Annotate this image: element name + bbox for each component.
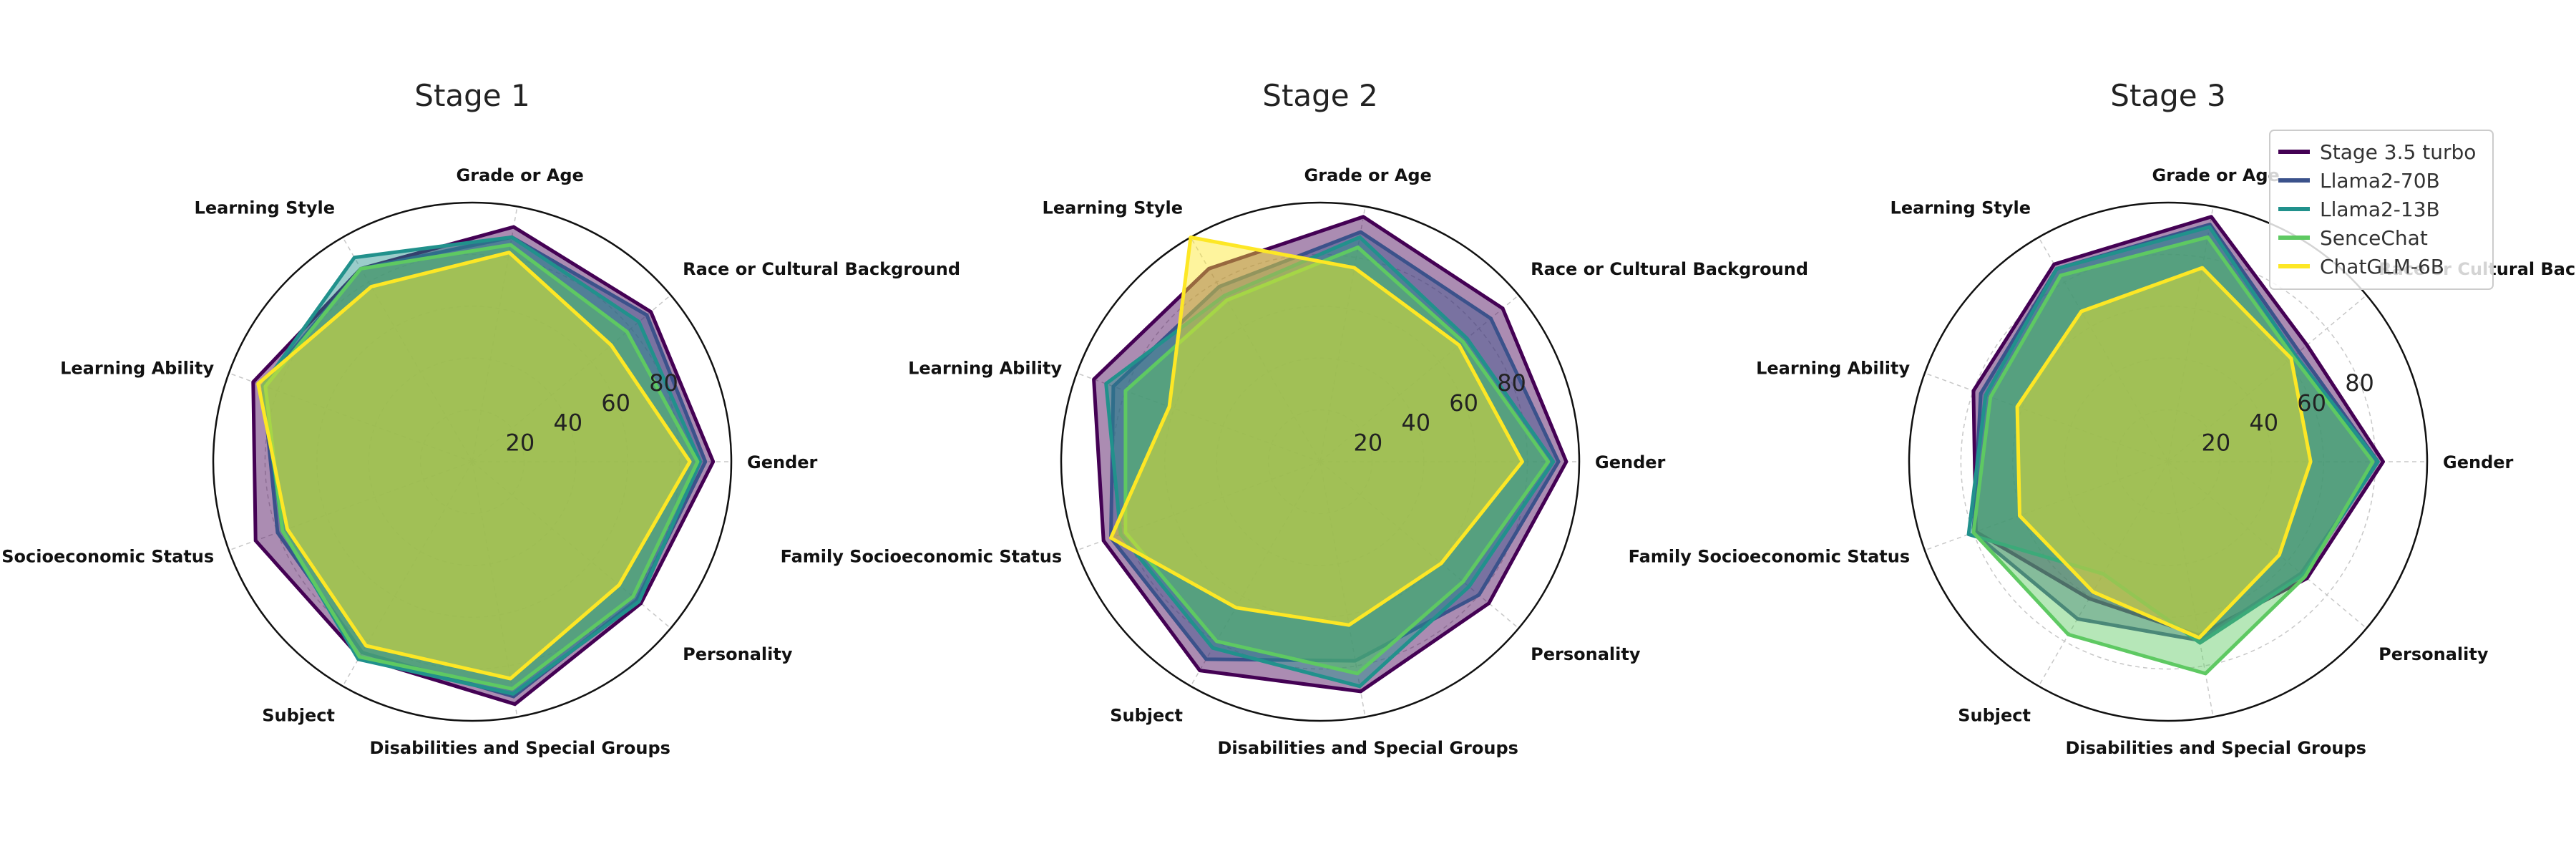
axis-label: Family Socioeconomic Status bbox=[0, 546, 214, 566]
grid-ring bbox=[2115, 409, 2221, 515]
outer-ring bbox=[1060, 201, 1581, 722]
radial-tick-label: 40 bbox=[553, 409, 582, 437]
legend-label: ChatGLM-6B bbox=[2320, 255, 2444, 278]
grid-spoke bbox=[1924, 461, 2169, 551]
axis-label: Gender bbox=[2443, 452, 2514, 472]
outer-ring bbox=[1908, 201, 2429, 722]
axis-label: Family Socioeconomic Status bbox=[1629, 546, 1911, 566]
radial-tick-label: 40 bbox=[2249, 409, 2278, 437]
axis-label: Personality bbox=[1531, 644, 1641, 664]
legend-label: Stage 3.5 turbo bbox=[2320, 140, 2476, 164]
radial-tick-label: 80 bbox=[649, 369, 678, 397]
axis-label: Learning Ability bbox=[1756, 359, 1910, 379]
axis-label: Family Socioeconomic Status bbox=[781, 546, 1063, 566]
grid-spoke bbox=[1319, 461, 1519, 629]
grid-ring bbox=[2012, 306, 2324, 618]
grid-ring bbox=[419, 409, 525, 515]
radial-tick-label: 20 bbox=[506, 429, 535, 456]
axis-label: Race or Cultural Background bbox=[683, 259, 960, 279]
legend-label: Llama2-13B bbox=[2320, 198, 2440, 221]
axis-label: Grade or Age bbox=[2152, 165, 2280, 185]
axis-label: Gender bbox=[1595, 452, 1666, 472]
radar-panel: Stage 320406080GenderRace or Cultural Ba… bbox=[1629, 78, 2576, 758]
series-area-sencechat bbox=[1971, 235, 2375, 676]
grid-spoke bbox=[1924, 372, 2169, 462]
radial-tick-label: 40 bbox=[1401, 409, 1430, 437]
series-area-chatglm-6b bbox=[2015, 266, 2313, 640]
grid-ring bbox=[1164, 306, 1476, 618]
radial-tick-label: 80 bbox=[1497, 369, 1526, 397]
axis-label: Gender bbox=[747, 452, 818, 472]
grid-spoke bbox=[472, 206, 518, 462]
series-area-chatglm-6b bbox=[256, 251, 692, 681]
axis-label: Learning Style bbox=[1043, 198, 1183, 218]
axis-label: Grade or Age bbox=[1304, 165, 1432, 185]
grid-spoke bbox=[342, 461, 473, 686]
grid-spoke bbox=[2167, 461, 2367, 629]
panel-title: Stage 1 bbox=[414, 78, 530, 113]
grid-spoke bbox=[472, 461, 518, 717]
axis-label: Learning Ability bbox=[60, 359, 214, 379]
axis-label: Subject bbox=[1110, 706, 1183, 726]
panel-title: Stage 3 bbox=[2110, 78, 2225, 113]
grid-spoke bbox=[228, 461, 473, 551]
radial-tick-label: 60 bbox=[601, 389, 630, 417]
grid-spoke bbox=[2167, 294, 2367, 462]
series-area-chatglm-6b bbox=[1109, 236, 1524, 627]
grid-spoke bbox=[1076, 461, 1321, 551]
legend-label: Llama2-70B bbox=[2320, 169, 2440, 193]
grid-spoke bbox=[1076, 372, 1321, 462]
grid-spoke bbox=[2167, 206, 2214, 462]
axis-label: Personality bbox=[2379, 644, 2489, 664]
radial-tick-label: 20 bbox=[2202, 429, 2231, 456]
grid-spoke bbox=[1190, 237, 1321, 462]
grid-spoke bbox=[1319, 294, 1519, 462]
axis-label: Learning Style bbox=[1890, 198, 2031, 218]
axis-label: Grade or Age bbox=[457, 165, 584, 185]
radial-tick-label: 60 bbox=[2297, 389, 2326, 417]
series-area-llama2-13b bbox=[1104, 235, 1556, 689]
axis-label: Disabilities and Special Groups bbox=[369, 738, 670, 758]
radial-tick-label: 80 bbox=[2345, 369, 2374, 397]
axis-label: Personality bbox=[683, 644, 793, 664]
outer-ring bbox=[212, 201, 733, 722]
grid-spoke bbox=[342, 237, 473, 462]
series-area-stage-3-5-turbo bbox=[251, 225, 716, 707]
axis-label: Subject bbox=[262, 706, 335, 726]
panel-title: Stage 2 bbox=[1262, 78, 1377, 113]
grid-ring bbox=[316, 306, 628, 618]
grid-spoke bbox=[228, 372, 473, 462]
axis-label: Disabilities and Special Groups bbox=[2065, 738, 2366, 758]
axis-label: Learning Style bbox=[195, 198, 335, 218]
legend-label: SenceChat bbox=[2320, 226, 2428, 250]
axis-label: Learning Ability bbox=[908, 359, 1062, 379]
radial-tick-label: 60 bbox=[1449, 389, 1478, 417]
axis-label: Subject bbox=[1958, 706, 2031, 726]
series-area-sencechat bbox=[1123, 246, 1551, 676]
radial-tick-label: 20 bbox=[1354, 429, 1383, 456]
axis-label: Race or Cultural Background bbox=[1531, 259, 1808, 279]
grid-ring bbox=[1267, 409, 1373, 515]
legend-box bbox=[2269, 130, 2494, 290]
axis-label: Disabilities and Special Groups bbox=[1217, 738, 1518, 758]
